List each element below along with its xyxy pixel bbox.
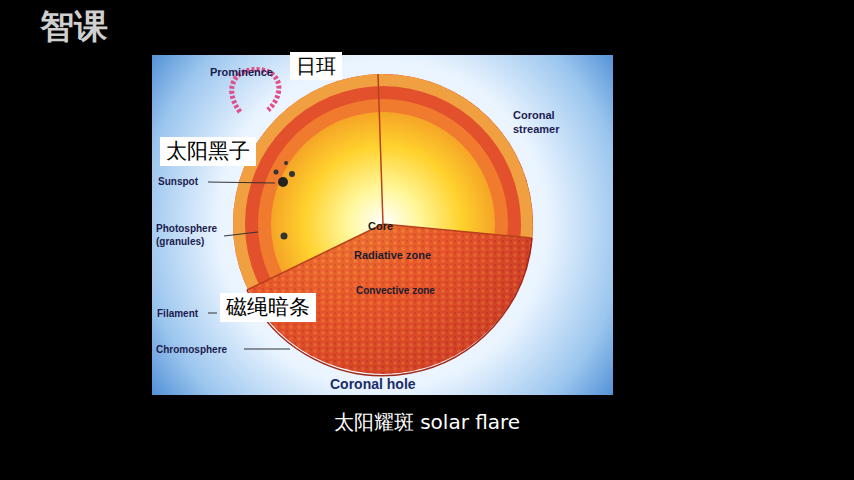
label-text: 日珥 xyxy=(296,54,336,78)
part-label: Core xyxy=(368,219,393,233)
part-label: Convective zone xyxy=(356,284,435,297)
label-text: 磁绳暗条 xyxy=(226,295,310,320)
part-label: Chromosphere xyxy=(156,343,227,356)
part-label: Filament xyxy=(157,307,198,320)
label-box: 太阳黑子 xyxy=(160,137,256,166)
label-box: 日珥 xyxy=(290,52,342,80)
part-label: Photosphere (granules) xyxy=(156,222,228,248)
part-label: Prominence xyxy=(210,65,273,79)
label-box: 磁绳暗条 xyxy=(220,293,316,322)
part-label: Radiative zone xyxy=(354,248,431,262)
part-label: Coronal hole xyxy=(330,375,416,393)
part-label: Coronal streamer xyxy=(513,108,583,137)
part-label: Sunspot xyxy=(158,175,198,188)
caption: 太阳耀斑 solar flare xyxy=(0,409,854,436)
watermark: 智课 xyxy=(40,4,108,48)
label-text: 太阳黑子 xyxy=(166,139,250,164)
